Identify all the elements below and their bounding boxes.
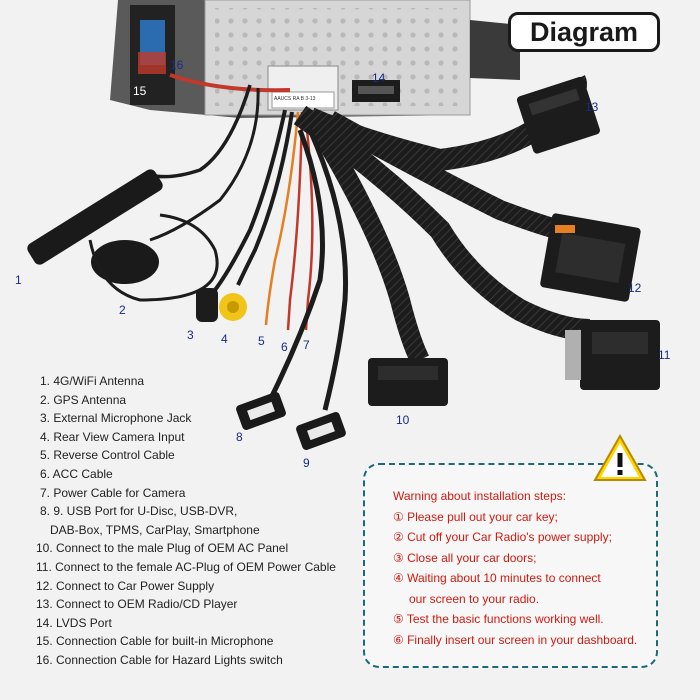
- callout-1: 1: [15, 273, 22, 287]
- parts-legend: 1. 4G/WiFi Antenna 2. GPS Antenna 3. Ext…: [36, 372, 370, 670]
- warning-step: ⑥ Finally insert our screen in your dash…: [393, 632, 638, 647]
- mic-jack: [196, 288, 218, 322]
- legend-item: 12. Connect to Car Power Supply: [36, 578, 215, 593]
- callout-14: 14: [372, 71, 386, 85]
- legend-item: 1. 4G/WiFi Antenna: [40, 374, 145, 388]
- diagram-title: Diagram: [508, 12, 660, 52]
- legend-item: 3. External Microphone Jack: [40, 411, 192, 426]
- callout-16: 16: [170, 58, 184, 72]
- head-unit-housing: [110, 0, 520, 118]
- callout-6: 6: [281, 340, 288, 354]
- callout-2: 2: [119, 303, 126, 317]
- legend-item: 8. 9. USB Port for U-Disc, USB-DVR,: [40, 504, 238, 519]
- legend-item: 5. Reverse Control Cable: [40, 448, 175, 463]
- wifi-antenna: [27, 169, 163, 265]
- legend-item: 2. GPS Antenna: [40, 392, 127, 407]
- connector-13: [516, 76, 600, 154]
- connector-print-label: AAUCS RA B 3-13: [274, 96, 316, 102]
- legend-item: 16. Connection Cable for Hazard Lights s…: [36, 652, 283, 667]
- warning-step-continuation: our screen to your radio.: [409, 591, 540, 606]
- warning-heading: Warning about installation steps:: [393, 489, 566, 503]
- warning-step: ⑤ Test the basic functions working well.: [393, 612, 604, 626]
- lvds-port: [352, 80, 400, 102]
- main-harness: [293, 105, 591, 341]
- warning-triangle-icon: [593, 433, 647, 481]
- callout-7: 7: [303, 338, 310, 352]
- wifi-antenna-cable: [149, 84, 252, 179]
- warning-step: ① Please pull out your car key;: [393, 509, 558, 524]
- callout-10: 10: [396, 413, 410, 427]
- legend-item: 10. Connect to the male Plug of OEM AC P…: [36, 541, 289, 556]
- callout-3: 3: [187, 328, 194, 342]
- warning-text: Warning about installation steps: ① Plea…: [393, 486, 655, 650]
- callout-5: 5: [258, 334, 265, 348]
- warning-box: [363, 463, 658, 668]
- legend-item: DAB-Box, TPMS, CarPlay, Smartphone: [50, 522, 260, 537]
- hazard-cable: [169, 73, 291, 93]
- callout-13: 13: [585, 100, 599, 114]
- connector-11: [580, 320, 660, 390]
- legend-item: 7. Power Cable for Camera: [40, 485, 186, 500]
- warning-step: ④ Waiting about 10 minutes to connect: [393, 571, 601, 585]
- connector-10: [368, 358, 448, 406]
- gps-cable: [149, 87, 260, 242]
- callout-9: 9: [303, 456, 310, 470]
- legend-item: 13. Connect to OEM Radio/CD Player: [36, 597, 238, 612]
- callout-11: 11: [658, 348, 671, 362]
- legend-item: 11. Connect to the female AC-Plug of OEM…: [36, 559, 336, 574]
- warning-step: ② Cut off your Car Radio's power supply;: [393, 530, 612, 544]
- main-connector-block: [267, 65, 339, 111]
- callout-4: 4: [221, 332, 228, 346]
- legend-item: 14. LVDS Port: [36, 615, 112, 630]
- legend-item: 15. Connection Cable for built-in Microp…: [36, 634, 274, 649]
- gps-antenna: [91, 240, 159, 284]
- callout-15: 15: [133, 84, 147, 98]
- legend-item: 4. Rear View Camera Input: [40, 429, 185, 444]
- callout-8: 8: [236, 430, 243, 444]
- callout-12: 12: [628, 281, 642, 295]
- warning-step: ③ Close all your car doors;: [393, 550, 537, 565]
- connector-12: [540, 213, 641, 302]
- legend-item: 6. ACC Cable: [40, 466, 113, 481]
